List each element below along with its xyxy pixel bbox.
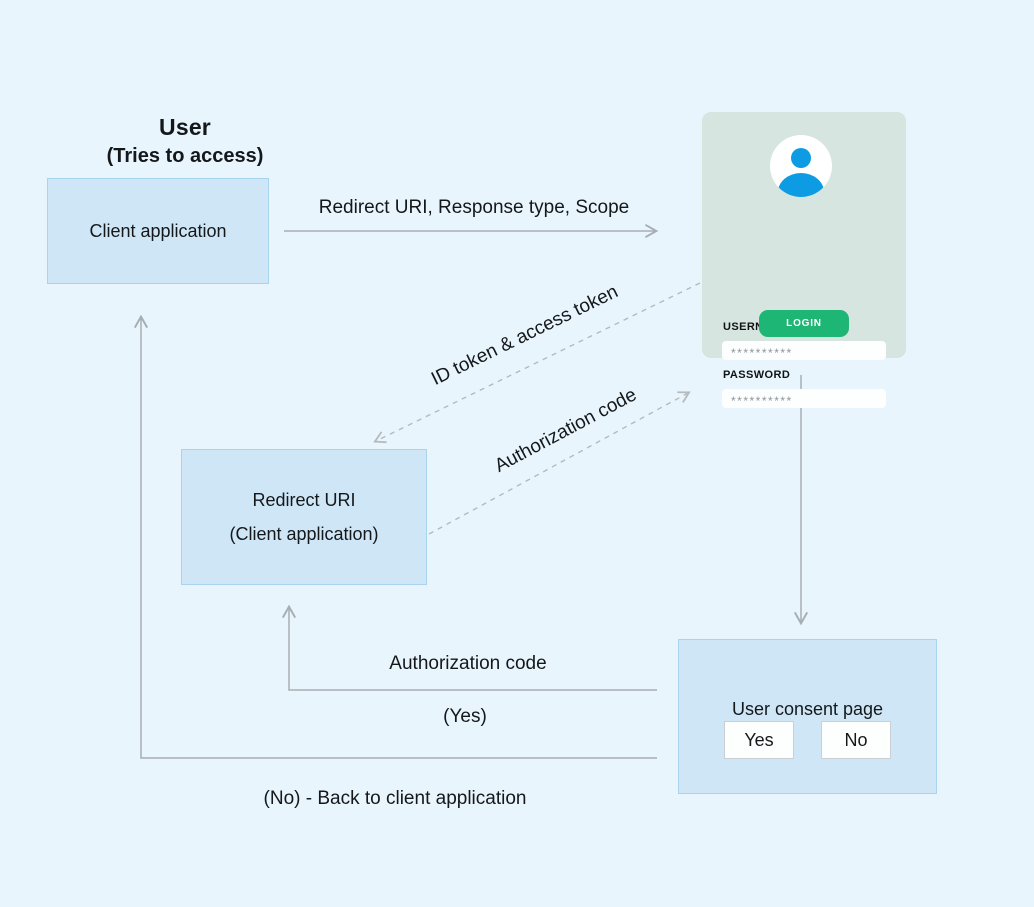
login-card: USERNAME ********** PASSWORD ********** … xyxy=(702,112,906,408)
redirect-uri-line2: (Client application) xyxy=(229,524,379,544)
id-token-flow-label: ID token & access token xyxy=(428,281,622,390)
user-avatar-icon xyxy=(770,135,832,197)
user-consent-box: User consent page Yes No xyxy=(678,639,937,794)
consent-yes-button[interactable]: Yes xyxy=(724,721,794,759)
user-heading-line2: (Tries to access) xyxy=(106,145,264,167)
arrow-auth-code-diagonal xyxy=(428,391,691,535)
client-application-label: Client application xyxy=(89,220,227,241)
consent-no-button[interactable]: No xyxy=(821,721,891,759)
no-back-label: (No) - Back to client application xyxy=(263,788,527,809)
user-heading-line1: User xyxy=(159,114,211,140)
login-button[interactable]: LOGIN xyxy=(759,310,849,337)
consent-buttons: Yes No xyxy=(679,721,936,759)
avatar-torso xyxy=(778,173,824,197)
consent-title: User consent page xyxy=(731,699,884,719)
request-flow-label: Redirect URI, Response type, Scope xyxy=(318,197,630,218)
auth-code-diagonal-label: Authorization code xyxy=(491,384,641,477)
yes-label: (Yes) xyxy=(443,706,487,727)
password-input[interactable]: ********** xyxy=(722,389,886,408)
redirect-uri-line1: Redirect URI xyxy=(252,490,356,510)
user-heading: User (Tries to access) xyxy=(65,114,305,168)
redirect-uri-box: Redirect URI (Client application) xyxy=(181,449,427,585)
password-label: PASSWORD xyxy=(723,369,791,381)
username-input[interactable]: ********** xyxy=(722,341,886,360)
client-application-box: Client application xyxy=(47,178,269,284)
auth-code-yes-label: Authorization code xyxy=(389,653,547,674)
avatar-head xyxy=(791,148,811,168)
arrow-yes-elbow xyxy=(281,604,657,691)
arrow-id-token xyxy=(373,282,701,444)
